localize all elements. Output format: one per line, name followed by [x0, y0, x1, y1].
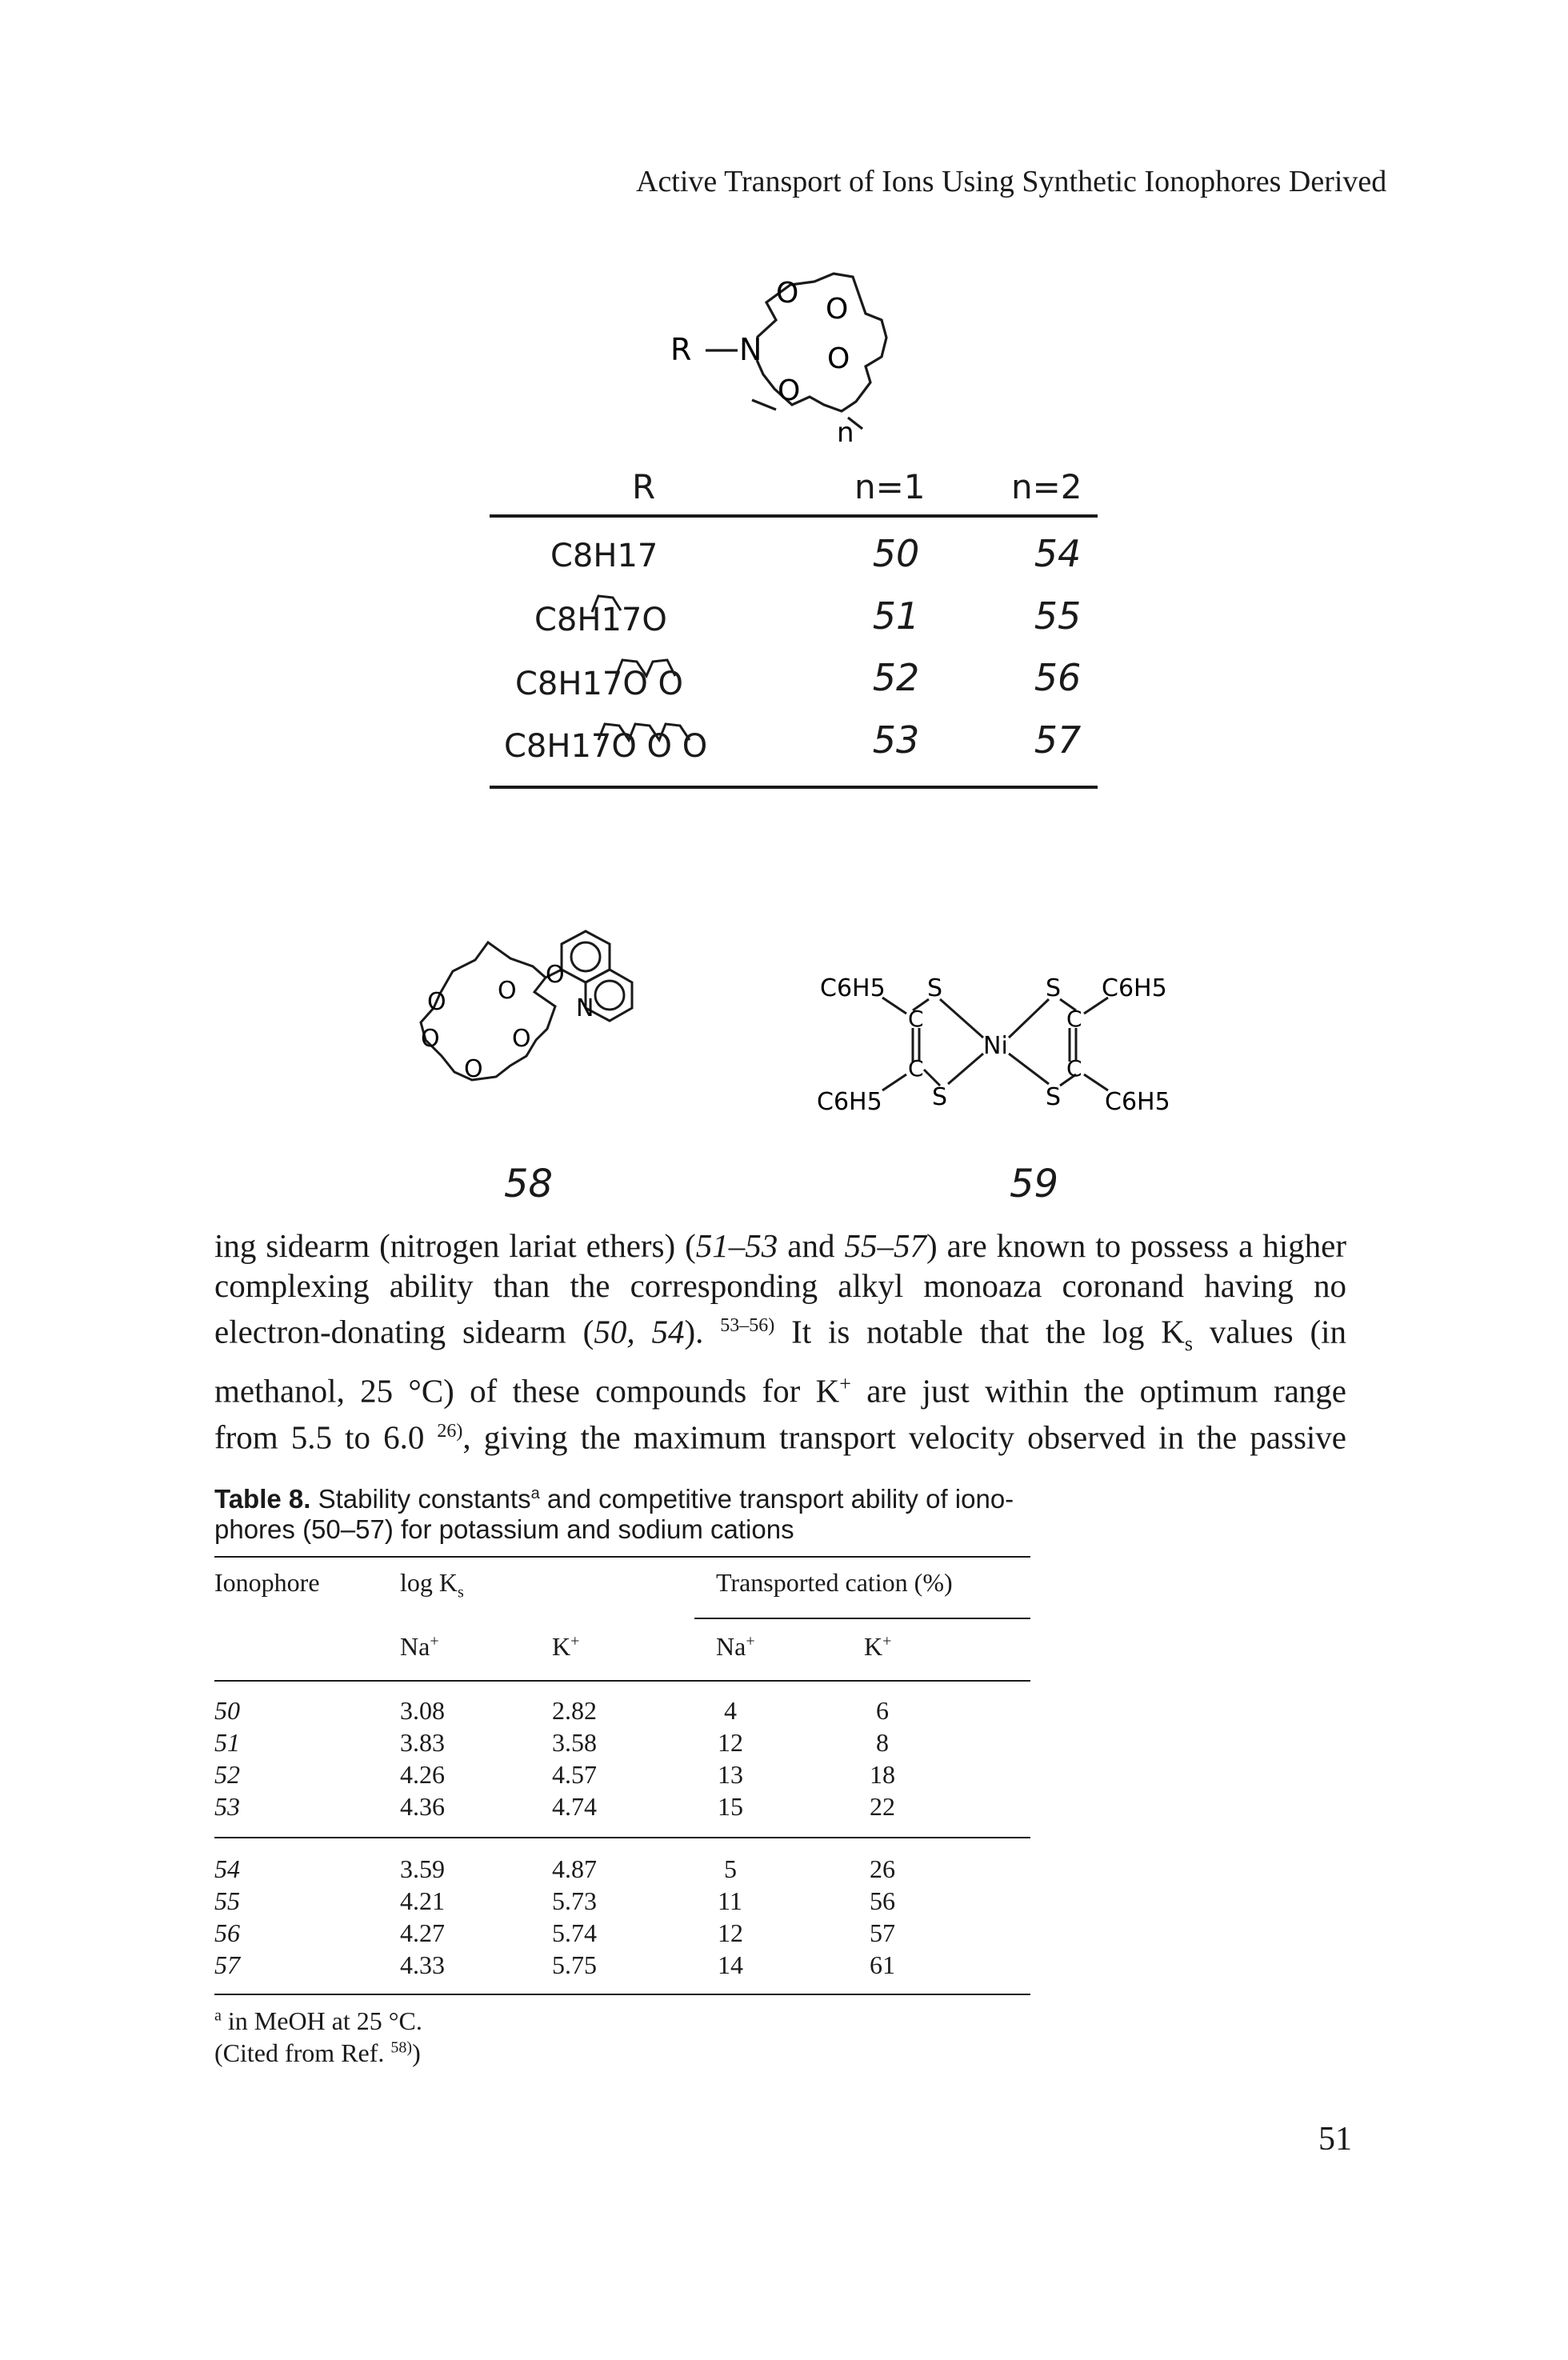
o-atom: O: [826, 293, 848, 326]
aza-crown-structure: R N O O O O n: [670, 272, 888, 448]
col-transported: Transported cation (%): [716, 1568, 953, 1597]
o-atom: O: [778, 374, 800, 407]
body-line: methanol, 25 °C) of these compounds for …: [214, 1371, 1346, 1410]
body-line: ing sidearm (nitrogen lariat ethers) (51…: [214, 1227, 1347, 1264]
citation: 53–56): [720, 1315, 775, 1336]
o-atom: O: [498, 977, 517, 1005]
body-line: complexing ability than the correspondin…: [214, 1267, 1346, 1304]
compound-54: 54: [1034, 532, 1082, 575]
phenyl-group: C6H5: [820, 974, 886, 1002]
compound-56: 56: [1034, 656, 1082, 699]
sulfur-atom: S: [932, 1083, 947, 1111]
page-number: 51: [1318, 2121, 1352, 2158]
sidearm-r-row-3: C8H17O O: [515, 666, 684, 702]
header-r: R: [632, 467, 656, 506]
body-paragraph: ing sidearm (nitrogen lariat ethers) (51…: [214, 1226, 1346, 1457]
compound-57: 57: [1034, 718, 1082, 762]
compound-52: 52: [872, 656, 920, 699]
n-subscript: n: [837, 417, 854, 448]
phenyl-group: C6H5: [817, 1088, 882, 1116]
col-k-log: K+: [552, 1632, 580, 1661]
r-atom: R: [670, 332, 691, 367]
sidearm-r-row-2: C8H17O: [534, 602, 667, 638]
compound-58-structure: O O O O O O N: [419, 930, 634, 1083]
sulfur-atom: S: [1046, 1083, 1061, 1111]
carbon-atom: C: [1066, 1006, 1082, 1032]
compound-55: 55: [1034, 594, 1082, 638]
o-atom: O: [546, 961, 565, 989]
col-ionophore: Ionophore: [214, 1568, 320, 1597]
col-logks: log Ks: [400, 1568, 464, 1602]
compound-50: 50: [872, 532, 920, 575]
compound-51: 51: [872, 594, 920, 638]
body-line: from 5.5 to 6.0 26), giving the maximum …: [214, 1418, 1346, 1456]
carbon-atom: C: [908, 1006, 924, 1032]
o-atom: O: [421, 1025, 440, 1053]
compound-53: 53: [872, 718, 920, 762]
body-line: electron-donating sidearm (50, 54). 53–5…: [214, 1313, 1346, 1355]
carbon-atom: C: [1066, 1055, 1082, 1082]
header-n1: n=1: [854, 467, 926, 506]
compound-59-label: 59: [1010, 1162, 1059, 1206]
table-citation: (Cited from Ref. 58)): [214, 2038, 421, 2067]
phenyl-group: C6H5: [1105, 1088, 1170, 1116]
phenyl-group: C6H5: [1102, 974, 1167, 1002]
o-atom: O: [427, 988, 446, 1016]
compound-58-label: 58: [504, 1162, 554, 1206]
table-footnote: a in MeOH at 25 °C.: [214, 2006, 422, 2035]
col-na-log: Na+: [400, 1632, 439, 1661]
o-atom: O: [464, 1055, 483, 1083]
running-head: Active Transport of Ions Using Synthetic…: [636, 165, 1387, 198]
table-label: Table 8.: [214, 1484, 311, 1514]
col-na-transported: Na+: [716, 1632, 755, 1661]
compound-59-structure: C6H5 S C Ni C C6H5 S S C C6H5 C S C6H5: [817, 974, 1170, 1116]
sidearm-structures: [590, 594, 691, 743]
n-atom: N: [739, 332, 762, 367]
col-k-transported: K+: [864, 1632, 892, 1661]
header-n2: n=2: [1011, 467, 1082, 506]
nickel-atom: Ni: [983, 1032, 1008, 1060]
o-atom: O: [776, 277, 798, 310]
carbon-atom: C: [908, 1055, 924, 1082]
n-atom: N: [576, 994, 594, 1022]
o-atom: O: [512, 1025, 531, 1053]
sidearm-r-row-1: C8H17: [550, 538, 658, 574]
citation: 26): [437, 1420, 463, 1442]
sidearm-r-row-4: C8H17O O O: [504, 728, 708, 765]
sulfur-atom: S: [927, 974, 942, 1002]
table-caption: Table 8. Stability constantsa and compet…: [214, 1484, 1014, 1544]
o-atom: O: [827, 342, 850, 375]
sulfur-atom: S: [1046, 974, 1061, 1002]
